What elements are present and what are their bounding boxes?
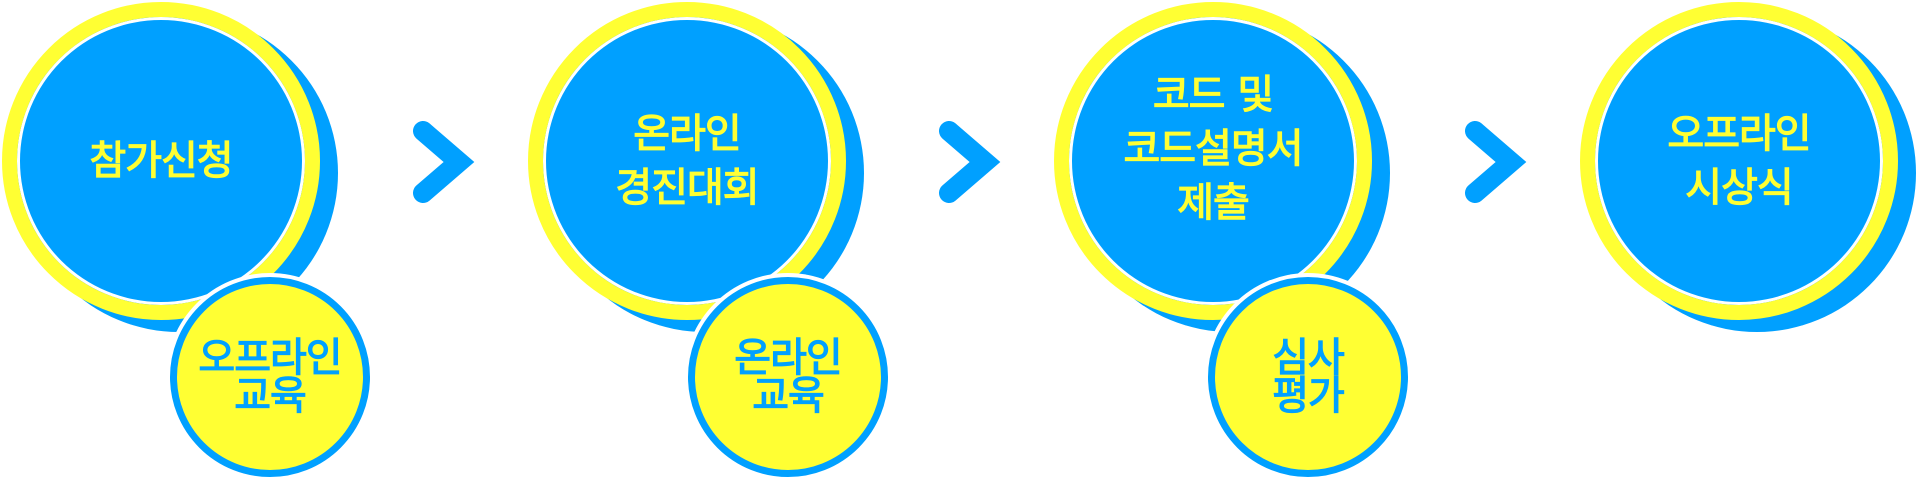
step-1-sub-label: 오프라인 교육: [177, 335, 363, 419]
step-2-main-label: 온라인 경진대회: [543, 107, 831, 215]
step-2-sub-line: 교육: [752, 373, 825, 419]
step-3-main-label: 코드 및 코드설명서 제출: [1069, 68, 1357, 230]
step-1-sub-line: 오프라인: [198, 335, 342, 381]
step-3-main-line: 코드설명서: [1123, 126, 1304, 173]
step-3-sub-label: 심사 평가: [1215, 335, 1401, 419]
step-2: 온라인 경진대회 온라인 교육: [526, 0, 918, 481]
step-2-main-line: 경진대회: [615, 165, 759, 211]
step-4-main-label: 오프라인 시상식: [1595, 107, 1883, 215]
chevron-right-icon: [413, 121, 475, 203]
step-3-main-circle: 코드 및 코드설명서 제출: [1054, 2, 1372, 320]
step-1: 참가신청 오프라인 교육: [0, 0, 392, 481]
step-2-main-line: 온라인: [633, 111, 741, 157]
step-3-sub-line: 평가: [1272, 373, 1345, 419]
step-3-main-line: 코드 및: [1152, 72, 1274, 119]
step-3-main-line: 제출: [1177, 180, 1250, 227]
step-1-main-label: 참가신청: [17, 134, 305, 188]
chevron-right-icon: [1465, 121, 1527, 203]
step-2-sub-line: 온라인: [734, 335, 842, 381]
step-2-sub-circle: 온라인 교육: [688, 277, 888, 477]
step-3: 코드 및 코드설명서 제출 심사 평가: [1052, 0, 1444, 481]
step-3-sub-line: 심사: [1272, 335, 1345, 381]
step-1-main-line: 참가신청: [89, 138, 233, 184]
step-4-main-line: 시상식: [1685, 165, 1793, 211]
step-4: 오프라인 시상식: [1578, 0, 1919, 481]
step-4-main-line: 오프라인: [1667, 111, 1811, 157]
step-2-main-circle: 온라인 경진대회: [528, 2, 846, 320]
step-1-sub-line: 교육: [234, 373, 307, 419]
step-2-sub-label: 온라인 교육: [695, 335, 881, 419]
chevron-right-icon: [939, 121, 1001, 203]
step-4-main-circle: 오프라인 시상식: [1580, 2, 1898, 320]
step-1-sub-circle: 오프라인 교육: [170, 277, 370, 477]
step-3-sub-circle: 심사 평가: [1208, 277, 1408, 477]
step-1-main-circle: 참가신청: [2, 2, 320, 320]
